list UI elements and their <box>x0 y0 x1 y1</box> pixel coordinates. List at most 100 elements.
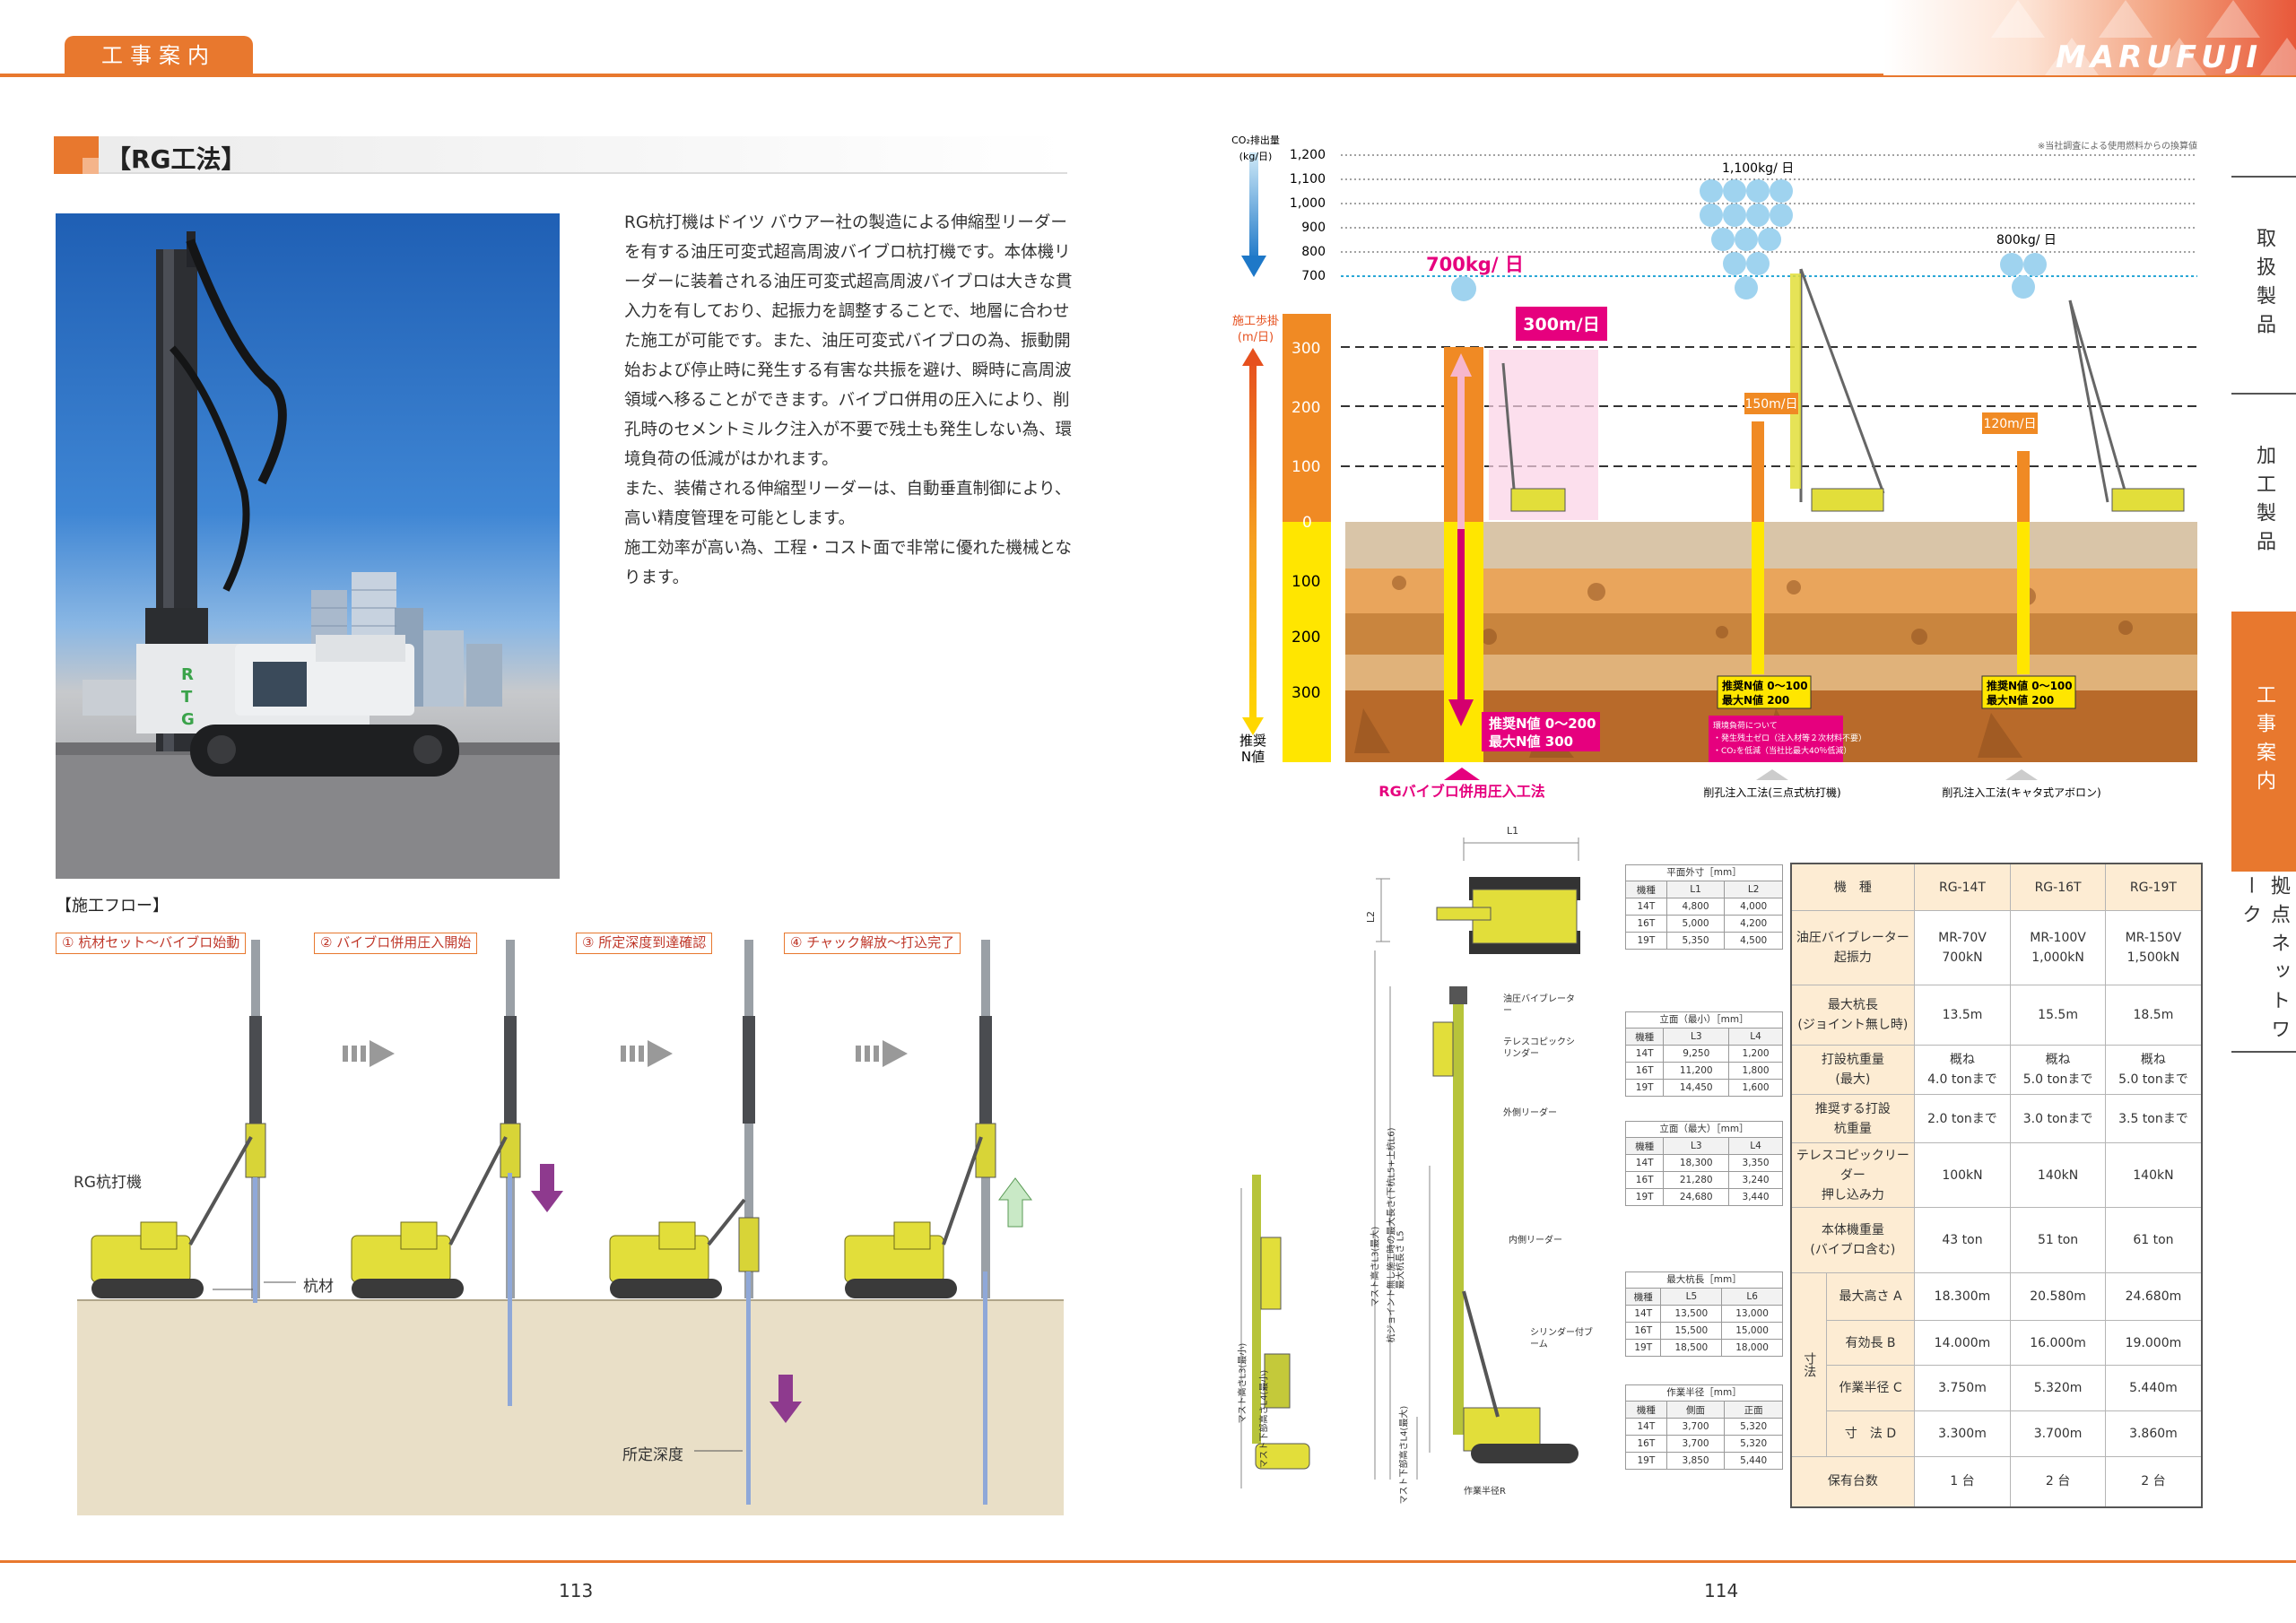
col-header: 機種 <box>1624 1288 1662 1306</box>
side-tab-products[interactable]: 取扱製品 <box>2231 179 2296 391</box>
table-cell: 14T <box>1624 1045 1665 1063</box>
callout-vibrator: 油圧バイブレーター <box>1503 994 1575 1016</box>
side-tab-label: 取扱製品 <box>2253 228 2275 343</box>
col-header: L2 <box>1724 881 1783 898</box>
table-cell: 13,000 <box>1721 1305 1783 1323</box>
spec-header: 機 種 <box>1790 863 1915 912</box>
co2-tick: 700 <box>1301 269 1326 283</box>
spec-cell: 19.000m <box>2104 1319 2203 1367</box>
spec-cell: 3.860m <box>2104 1410 2203 1457</box>
env-note: 環境負荷について <box>1713 720 1778 731</box>
speed-tick: 200 <box>1292 399 1320 417</box>
co2-axis-unit: (kg/日) <box>1239 151 1273 162</box>
table-cell: 16T <box>1624 1062 1665 1080</box>
spec-sub-label: 寸 法 D <box>1826 1410 1915 1457</box>
co2-speed-chart: CO₂排出量 (kg/日) 1,200 1,100 1,000 900 800 … <box>1231 135 2197 800</box>
table-cell: 4,500 <box>1724 932 1783 950</box>
spec-label-line: 押し込み力 <box>1821 1187 1884 1202</box>
spec-label-line: 油圧バイブレーター <box>1796 931 1909 946</box>
spec-cell: 3.0 tonまで <box>2010 1093 2106 1144</box>
table-cell: 5,320 <box>1724 1435 1783 1453</box>
co2-tick: 1,200 <box>1290 148 1326 162</box>
col-header: 正面 <box>1724 1401 1783 1419</box>
n-label-right: 最大N値 200 <box>1987 693 2054 707</box>
table-cell: 14T <box>1624 1154 1665 1172</box>
spec-label: テレスコピックリーダー押し込み力 <box>1790 1142 1915 1209</box>
rig-photo: R T G <box>56 213 560 879</box>
spec-cell: 3.700m <box>2010 1410 2106 1457</box>
spec-value: 4.0 tonまで <box>1927 1072 1997 1087</box>
table-cell: 3,240 <box>1728 1171 1783 1189</box>
spec-cell: 61 ton <box>2104 1207 2203 1274</box>
env-note: ・発生残土ゼロ（注入材等２次材料不要） <box>1713 733 1866 743</box>
spec-cell: 5.440m <box>2104 1365 2203 1412</box>
callout-telescopic: テレスコピックシリンダー <box>1503 1037 1575 1059</box>
spec-value: MR-150V <box>2125 931 2182 946</box>
spec-cell: 2.0 tonまで <box>1913 1093 2012 1144</box>
table-cell: 19T <box>1625 1452 1667 1470</box>
chart-note: ※当社調査による使用燃料からの換算値 <box>2038 140 2197 152</box>
brand-name: MARUFUJI <box>2055 39 2262 75</box>
intro-paragraph: 施工効率が高い為、工程・コスト面で非常に優れた機械となります。 <box>624 539 1072 587</box>
table-cell: 16T <box>1625 1435 1667 1453</box>
flow-step-4: ④ チャック解放〜打込完了 <box>784 933 961 954</box>
table-cell: 1,600 <box>1728 1079 1783 1097</box>
co2-axis-title: CO₂排出量 <box>1231 135 1280 146</box>
co2-tick: 1,000 <box>1290 196 1326 211</box>
speed-tick: 300 <box>1292 340 1320 358</box>
dimension-diagram: L1 L2 油圧バイブレーター テレスコピックシリンダー 外側リーダー 内側リー… <box>1222 825 1614 1506</box>
col-header: 機種 <box>1625 1401 1667 1419</box>
vert-label: 杭ジョイント無し施工時の最大長さ(下杭L5+上杭L6) <box>1387 1127 1397 1343</box>
col-header: 機種 <box>1624 1028 1665 1046</box>
table-cell: 5,320 <box>1724 1418 1783 1436</box>
spec-label: 打設杭重量(最大) <box>1790 1045 1915 1095</box>
mini-table-caption: 最大杭長［mm］ <box>1625 1271 1783 1288</box>
spec-cell: 2 台 <box>2104 1455 2203 1508</box>
table-cell: 16T <box>1625 915 1667 933</box>
spec-cell: 18.300m <box>1913 1272 2012 1321</box>
spec-value: 700kN <box>1942 950 1983 966</box>
construction-flow: ① 杭材セット〜バイブロ始動 ② バイブロ併用圧入開始 ③ 所定深度到達確認 ④… <box>56 913 1065 1515</box>
side-tab-network[interactable]: 拠点ネットワーク <box>2231 875 2296 1051</box>
spec-label-line: 打設杭重量 <box>1821 1052 1884 1067</box>
svg-text:G: G <box>181 710 195 729</box>
n-axis-title: N値 <box>1241 749 1265 765</box>
spec-label-line: 杭重量 <box>1833 1121 1872 1136</box>
table-cell: 11,200 <box>1663 1062 1730 1080</box>
label-depth: 所定深度 <box>622 1446 683 1464</box>
table-cell: 14T <box>1624 1305 1662 1323</box>
intro-paragraph: RG杭打機はドイツ バウアー社の製造による伸縮型リーダーを有する油圧可変式超高周… <box>624 213 1073 469</box>
co2-value-right: 800kg/ 日 <box>1996 233 2057 247</box>
spec-label-line: 本体機重量 <box>1821 1223 1884 1238</box>
table-cell: 1,200 <box>1728 1045 1783 1063</box>
spec-value: 1,500kN <box>2126 950 2180 966</box>
intro-text: RG杭打機はドイツ バウアー社の製造による伸縮型リーダーを有する油圧可変式超高周… <box>624 208 1073 593</box>
spec-cell: 1 台 <box>1913 1455 2012 1508</box>
spec-label-line: 最大杭長 <box>1827 998 1878 1013</box>
table-cell: 4,200 <box>1724 915 1783 933</box>
side-tab-construction[interactable]: 工事案内 <box>2231 612 2296 872</box>
table-cell: 5,440 <box>1724 1452 1783 1470</box>
title-bar <box>54 136 1067 174</box>
table-cell: 4,800 <box>1665 898 1726 916</box>
spec-header: RG-14T <box>1913 863 2012 912</box>
dim-group-label: 寸法 <box>1790 1272 1828 1457</box>
table-cell: 3,700 <box>1665 1418 1726 1436</box>
side-tab-processed[interactable]: 加工製品 <box>2231 396 2296 608</box>
co2-value-rg: 700kg/ 日 <box>1426 254 1524 275</box>
spec-value: 概ね <box>2045 1052 2071 1067</box>
mini-table-caption: 立面（最大）［mm］ <box>1625 1121 1783 1137</box>
spec-cell: 3.5 tonまで <box>2104 1093 2203 1144</box>
spec-label: 本体機重量(バイブロ含む) <box>1790 1207 1915 1274</box>
brand-banner: MARUFUJI <box>1883 0 2296 75</box>
col-header: L3 <box>1663 1028 1730 1046</box>
spec-value: MR-70V <box>1938 931 1987 946</box>
side-divider <box>2231 393 2296 395</box>
col-header: L3 <box>1663 1137 1730 1155</box>
flow-step-1: ① 杭材セット〜バイブロ始動 <box>56 933 247 954</box>
table-cell: 19T <box>1625 932 1667 950</box>
